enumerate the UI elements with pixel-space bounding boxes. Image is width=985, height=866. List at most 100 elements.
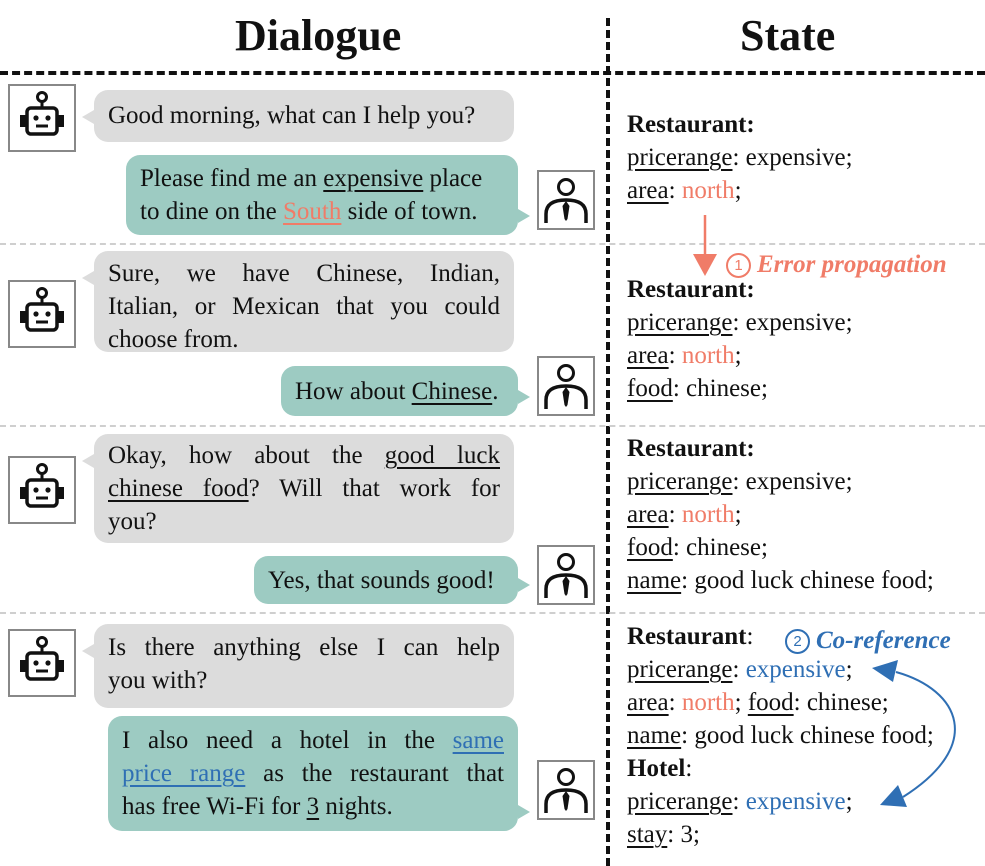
annotation-text: Co-reference (816, 627, 951, 654)
user-icon (537, 170, 595, 230)
slot-value-coref: expensive (745, 788, 846, 815)
slot-mention-error: South (283, 198, 342, 225)
bot-message: Okay, how about the good luck chinese fo… (82, 434, 514, 543)
slot-value: : chinese; (793, 689, 889, 716)
user-message: I also need a hotel in the same price ra… (108, 716, 530, 831)
co-reference-arrow (872, 660, 956, 807)
robot-icon (8, 280, 76, 348)
slot-value: : 3; (667, 821, 700, 848)
slot-value: : chinese; (672, 375, 768, 402)
dialogue-header: Dialogue (235, 11, 402, 60)
message-text: nights. (319, 793, 393, 820)
message-text: has free Wi-Fi for (122, 793, 307, 820)
dialogue-state: Restaurant: pricerange: expensive; area:… (627, 273, 853, 405)
slot-mention: good luck (384, 442, 500, 469)
column-divider (606, 18, 610, 866)
slot-colon: : (746, 623, 754, 650)
slot-key: name (627, 722, 682, 749)
slot-key: pricerange (627, 656, 733, 683)
slot-colon: : (668, 342, 682, 369)
slot-mention: expensive (323, 165, 424, 192)
user-message: Yes, that sounds good! (254, 556, 530, 604)
slot-colon: : (732, 656, 746, 683)
message-text: place (423, 165, 483, 192)
slot-value-error: north (681, 177, 735, 204)
message-text: Sure, we have Chinese, Indian, (108, 260, 500, 287)
message-text: choose from. (108, 326, 239, 353)
turn-separator (0, 243, 985, 245)
message-text: How about (295, 378, 412, 405)
dialogue-state: Restaurant: pricerange: expensive; area:… (627, 620, 934, 851)
slot-key: area (627, 177, 669, 204)
robot-icon (8, 629, 76, 697)
slot-value-error: north (681, 501, 735, 528)
coref-mention: same (452, 727, 504, 754)
bot-message: Good morning, what can I help you? (82, 90, 514, 142)
slot-key: pricerange (627, 788, 733, 815)
slot-colon: : (732, 788, 746, 815)
annotation-text: Error propagation (757, 251, 947, 278)
message-text: Is there anything else I can help (108, 634, 500, 661)
message-text: Please find me an (140, 165, 324, 192)
state-domain: Restaurant: (627, 111, 755, 138)
state-domain: Restaurant: (627, 276, 755, 303)
slot-key: food (627, 534, 673, 561)
slot-key: food (747, 689, 794, 716)
step-number: 2 (785, 629, 810, 654)
slot-mention: Chinese (411, 378, 493, 405)
message-text: Good morning, what can I help you? (108, 102, 476, 129)
dialogue-state: Restaurant: pricerange: expensive; area:… (627, 108, 853, 207)
message-text: ? Will that work for (248, 475, 500, 502)
user-icon (537, 356, 595, 416)
slot-mention: chinese food (108, 475, 249, 502)
user-message: Please find me an expensive place to din… (126, 155, 530, 235)
robot-icon (8, 456, 76, 524)
state-domain: Restaurant: (627, 435, 755, 462)
message-text: Yes, that sounds good! (268, 567, 495, 594)
slot-value: : expensive; (732, 468, 853, 495)
dialogue-state: Restaurant: pricerange: expensive; area:… (627, 432, 934, 597)
bot-message: Sure, we have Chinese, Indian, Italian, … (82, 251, 514, 353)
slot-key: stay (627, 821, 668, 848)
slot-key: area (627, 501, 669, 528)
slot-semicolon: ; (734, 177, 742, 204)
slot-semicolon: ; (734, 342, 742, 369)
slot-value-error: north (681, 689, 735, 716)
slot-key: name (627, 567, 682, 594)
slot-value: : expensive; (732, 309, 853, 336)
slot-colon: : (668, 501, 682, 528)
message-text: Okay, how about the (108, 442, 385, 469)
slot-semicolon: ; (734, 689, 748, 716)
slot-value-coref: expensive (745, 656, 846, 683)
message-text: you with? (108, 667, 208, 694)
slot-key: pricerange (627, 144, 733, 171)
message-text: to dine on the (140, 198, 284, 225)
message-text: I also need a hotel in the (122, 727, 453, 754)
message-text: . (492, 378, 499, 405)
slot-value-error: north (681, 342, 735, 369)
slot-key: area (627, 689, 669, 716)
step-number: 1 (726, 253, 751, 278)
header-divider (0, 71, 985, 75)
slot-value: : expensive; (732, 144, 853, 171)
slot-key: area (627, 342, 669, 369)
turn-separator (0, 425, 985, 427)
turn-separator (0, 612, 985, 614)
message-text: you? (108, 508, 157, 535)
state-header: State (740, 11, 836, 60)
slot-semicolon: ; (734, 501, 742, 528)
message-text: Italian, or Mexican that you could (108, 293, 500, 320)
slot-mention: 3 (306, 793, 320, 820)
slot-value: : good luck chinese food; (681, 722, 934, 749)
slot-colon: : (668, 177, 682, 204)
robot-icon (8, 84, 76, 152)
coref-mention: price range (122, 760, 246, 787)
message-text: as the restaurant that (245, 760, 505, 787)
slot-colon: : (685, 755, 693, 782)
slot-key: pricerange (627, 468, 733, 495)
slot-value: : chinese; (672, 534, 768, 561)
message-text: side of town. (341, 198, 478, 225)
bot-message: Is there anything else I can help you wi… (82, 624, 514, 708)
